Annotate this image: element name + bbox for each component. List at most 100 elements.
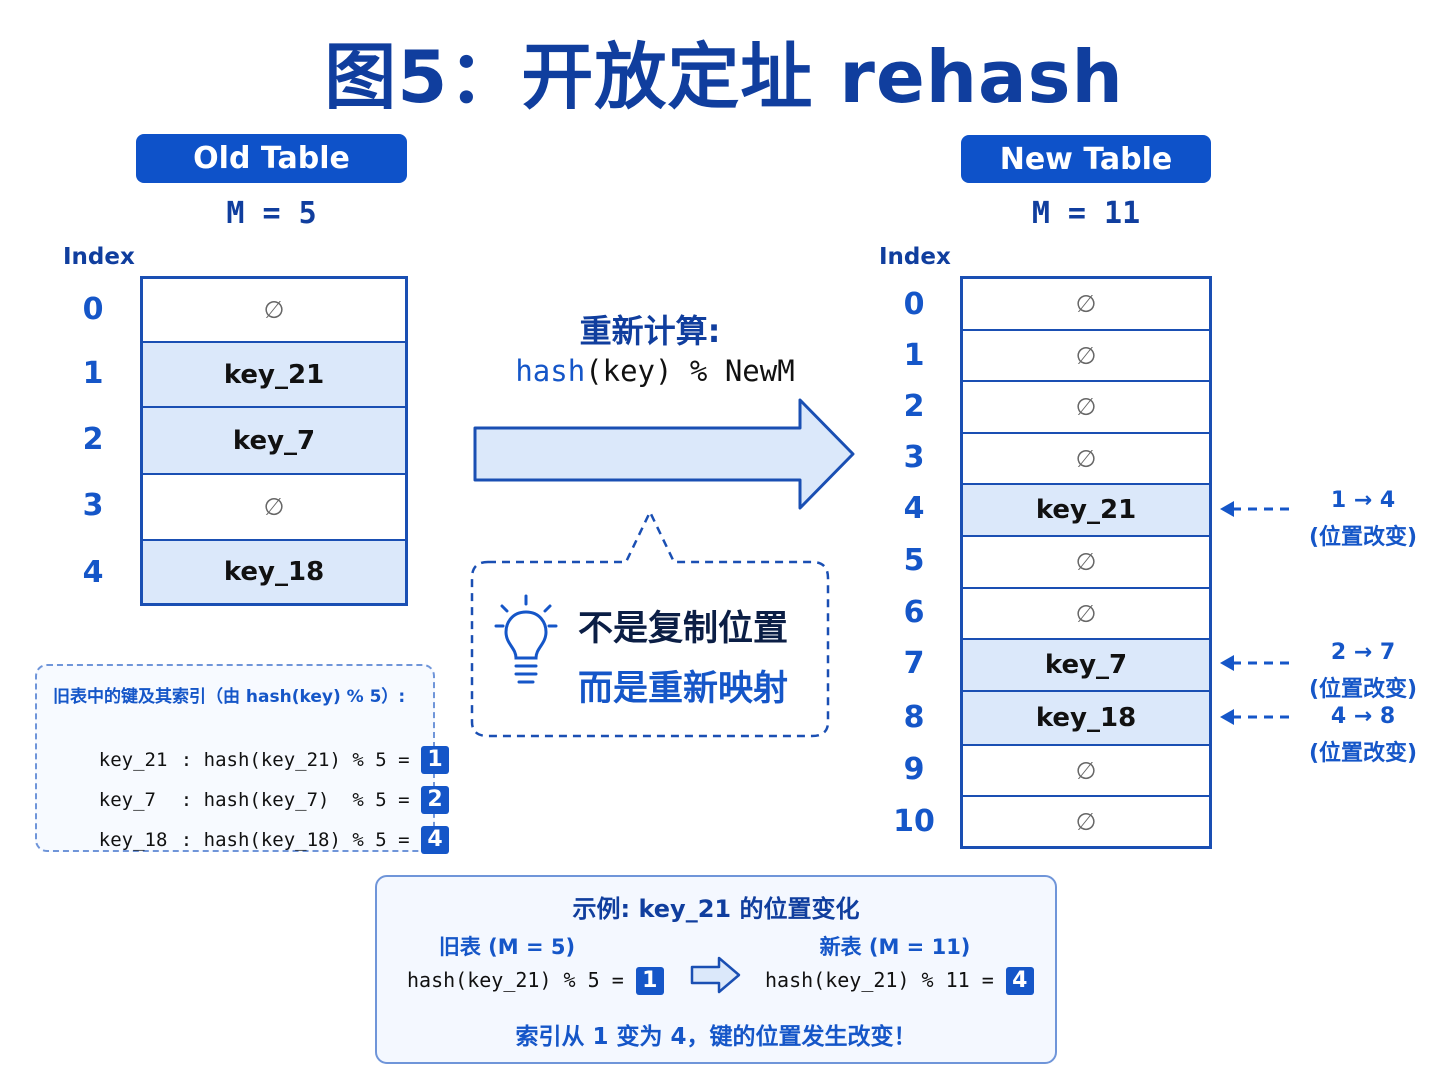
move-annotation-3: 4 → 8 (位置改变): [1298, 704, 1428, 767]
key-name: key_18: [98, 829, 168, 851]
hash-expr: : hash(key_7) % 5 =: [180, 789, 410, 811]
dashed-arrow-left-icon: [1220, 501, 1296, 517]
rehash-label-line1: 重新计算:: [579, 312, 721, 350]
empty-slot: ∅: [1075, 393, 1097, 421]
new-index-8: 8: [903, 700, 925, 735]
empty-slot: ∅: [1075, 290, 1097, 318]
index-badge: 1: [421, 746, 449, 774]
move-annotation-1: 1 → 4 (位置改变): [1298, 488, 1428, 551]
move-note: (位置改变): [1308, 677, 1418, 702]
example-new-expr: hash(key_21) % 11 =: [765, 968, 994, 992]
new-cell-6: ∅: [963, 589, 1209, 640]
key-label: key_21: [1035, 495, 1137, 525]
dashed-arrow-left-icon: [1220, 709, 1296, 725]
example-conclusion: 索引从 1 变为 4，键的位置发生改变！: [515, 1024, 917, 1050]
move-note: (位置改变): [1308, 741, 1418, 766]
move-text: 4 → 8: [1330, 704, 1396, 729]
new-index-4: 4: [903, 491, 925, 526]
new-index-title: Index: [879, 244, 951, 270]
move-text: 1 → 4: [1330, 488, 1396, 513]
old-index-0: 0: [82, 292, 104, 327]
new-index-2: 2: [903, 389, 925, 424]
key-name: key_7: [98, 789, 156, 811]
key-name: key_21: [98, 749, 168, 771]
new-index-7: 7: [903, 646, 925, 681]
old-cell-4: key_18: [143, 541, 405, 603]
new-index-3: 3: [903, 440, 925, 475]
example-new-expr-row: hash(key_21) % 11 = 4: [765, 967, 1034, 995]
old-index-2: 2: [82, 422, 104, 457]
old-index-title: Index: [63, 244, 135, 270]
move-annotation-2: 2 → 7 (位置改变): [1298, 640, 1428, 703]
old-key-row: key_21 : hash(key_21) % 5 = 1: [53, 724, 449, 796]
new-index-9: 9: [903, 752, 925, 787]
new-index-6: 6: [903, 595, 925, 630]
new-cell-0: ∅: [963, 279, 1209, 331]
formula-func: hash: [515, 354, 586, 388]
new-cell-10: ∅: [963, 797, 1209, 846]
empty-slot: ∅: [1075, 599, 1097, 628]
formula-rest: (key) % NewM: [585, 354, 795, 388]
callout-line2: 而是重新映射: [578, 669, 789, 709]
new-index-1: 1: [903, 338, 925, 373]
old-keys-note-title: 旧表中的键及其索引（由 hash(key) % 5）:: [53, 687, 406, 707]
old-table-m-label: M = 5: [226, 196, 317, 231]
empty-slot: ∅: [263, 296, 285, 324]
old-cell-2: key_7: [143, 408, 405, 475]
example-new-result-badge: 4: [1005, 967, 1034, 995]
example-new-label: 新表 (M = 11): [819, 935, 971, 959]
empty-slot: ∅: [1075, 341, 1097, 370]
old-index-3: 3: [82, 488, 104, 523]
old-table-header: Old Table: [136, 134, 407, 183]
move-text: 2 → 7: [1330, 640, 1396, 665]
old-cell-1: key_21: [143, 343, 405, 408]
new-index-0: 0: [903, 287, 925, 322]
old-index-4: 4: [82, 555, 104, 590]
hash-expr: : hash(key_21) % 5 =: [180, 749, 410, 771]
index-badge: 2: [421, 786, 449, 814]
example-title: 示例: key_21 的位置变化: [572, 895, 860, 923]
new-cell-9: ∅: [963, 746, 1209, 797]
dashed-arrow-left-icon: [1220, 655, 1296, 671]
new-cell-4: key_21: [963, 485, 1209, 537]
empty-slot: ∅: [1075, 756, 1097, 785]
hash-expr: : hash(key_18) % 5 =: [180, 829, 410, 851]
new-cell-3: ∅: [963, 434, 1209, 485]
example-old-expr: hash(key_21) % 5 =: [407, 968, 624, 992]
old-key-row: key_7 : hash(key_7) % 5 = 2: [53, 764, 449, 836]
new-cell-2: ∅: [963, 382, 1209, 434]
key-label: key_21: [223, 359, 325, 390]
old-index-1: 1: [82, 356, 104, 391]
old-cell-3: ∅: [143, 475, 405, 541]
callout-line1: 不是复制位置: [578, 609, 789, 649]
old-cell-0: ∅: [143, 279, 405, 343]
move-note: (位置改变): [1308, 525, 1418, 550]
example-old-result-badge: 1: [635, 967, 664, 995]
example-box: 示例: key_21 的位置变化 旧表 (M = 5) hash(key_21)…: [375, 875, 1057, 1064]
key-label: key_18: [223, 557, 325, 587]
key-label: key_18: [1035, 703, 1137, 733]
new-index-10: 10: [893, 804, 935, 839]
key-label: key_7: [1044, 650, 1128, 680]
new-cell-8: key_18: [963, 692, 1209, 746]
index-badge: 4: [421, 826, 449, 854]
new-table: ∅ ∅ ∅ ∅ key_21 ∅ ∅ key_7 key_18 ∅ ∅: [960, 276, 1212, 849]
new-table-header: New Table: [961, 135, 1211, 183]
old-key-row: key_18 : hash(key_18) % 5 = 4: [53, 804, 449, 876]
old-keys-note: 旧表中的键及其索引（由 hash(key) % 5）: key_21 : hash…: [35, 664, 449, 854]
new-cell-5: ∅: [963, 537, 1209, 589]
new-table-m-label: M = 11: [1031, 196, 1141, 231]
empty-slot: ∅: [1075, 444, 1097, 473]
lightbulb-icon: [494, 594, 558, 684]
example-old-label: 旧表 (M = 5): [438, 935, 576, 959]
empty-slot: ∅: [263, 493, 285, 521]
new-cell-7: key_7: [963, 640, 1209, 692]
example-old-expr-row: hash(key_21) % 5 = 1: [407, 967, 664, 995]
rehash-arrow-icon: [473, 398, 855, 510]
empty-slot: ∅: [1075, 807, 1097, 836]
page-title: 图5：开放定址 rehash: [324, 35, 1124, 119]
old-table: ∅ key_21 key_7 ∅ key_18: [140, 276, 408, 606]
new-index-5: 5: [903, 543, 925, 578]
new-cell-1: ∅: [963, 331, 1209, 382]
callout-bubble: [470, 509, 830, 738]
